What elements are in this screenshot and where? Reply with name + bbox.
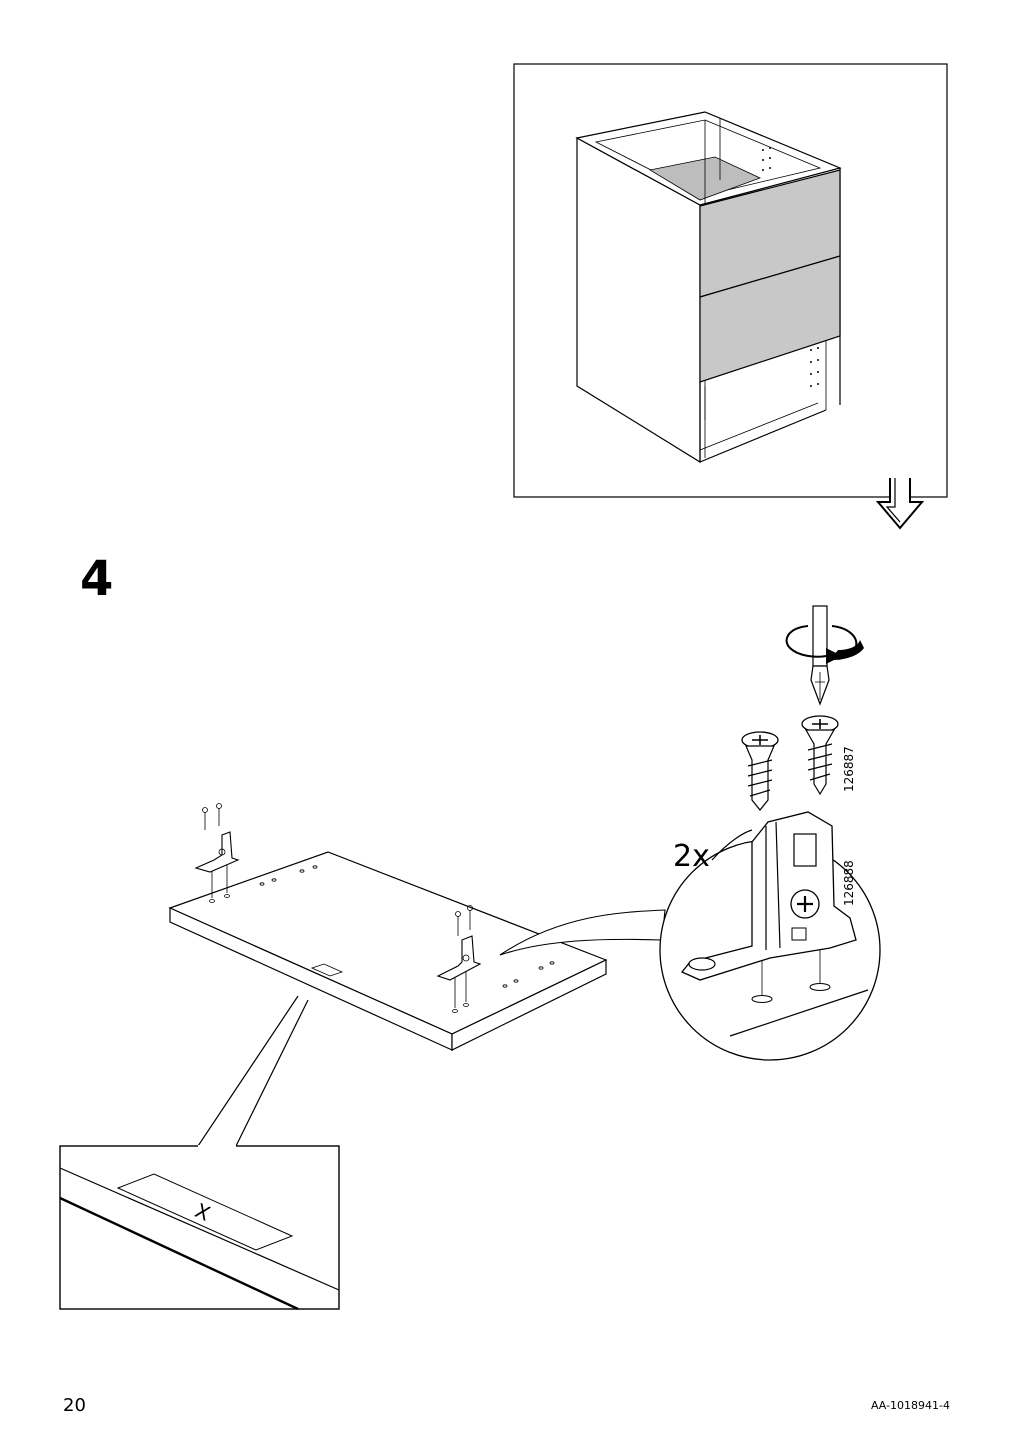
- bracket-part-code: 126888: [842, 860, 856, 906]
- bracket-detail: [680, 811, 857, 1003]
- screw-right: [801, 715, 839, 796]
- screw-left: [741, 731, 779, 811]
- label-detail-panel: [59, 995, 340, 1311]
- worktop-panel: [168, 803, 666, 1051]
- quantity-label: 2x: [673, 839, 710, 874]
- rotate-clockwise-icon: [785, 625, 864, 664]
- screwdriver-icon: [810, 605, 830, 706]
- next-page-arrow-icon: [875, 478, 925, 530]
- cabinet-illustration: [575, 111, 842, 464]
- page-number: 20: [63, 1395, 86, 1416]
- bracket-detail-circle: [659, 811, 881, 1061]
- bracket-left: [194, 803, 240, 898]
- screw-part-code: 126887: [842, 746, 856, 792]
- bracket-right: [436, 905, 482, 1008]
- cabinet-reference-panel: [513, 63, 948, 530]
- document-code: AA-1018941-4: [870, 1399, 950, 1412]
- step-number: 4: [80, 551, 114, 607]
